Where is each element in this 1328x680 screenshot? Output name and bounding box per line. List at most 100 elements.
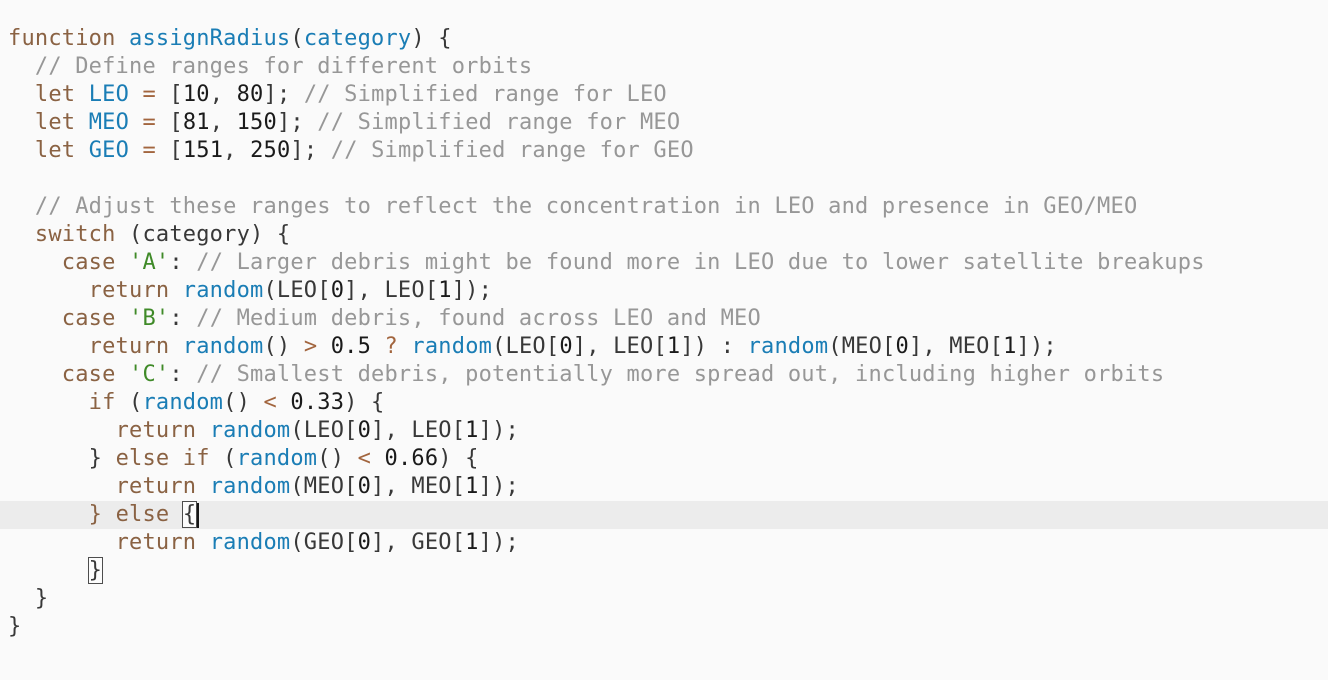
code-token[interactable]	[8, 334, 89, 359]
code-token[interactable]: 0.5	[330, 334, 372, 359]
code-token[interactable]: ]);	[478, 418, 519, 443]
code-token[interactable]: switch	[34, 222, 116, 247]
code-token[interactable]	[129, 110, 142, 135]
code-token[interactable]	[196, 418, 209, 443]
code-token[interactable]: 1	[438, 278, 452, 303]
code-line[interactable]: let MEO = [81, 150]; // Simplified range…	[0, 109, 1328, 137]
matching-bracket[interactable]: {	[182, 502, 197, 527]
code-token[interactable]	[8, 138, 35, 163]
code-token[interactable]: >	[303, 334, 318, 359]
code-token[interactable]	[8, 502, 89, 527]
code-token[interactable]: 1	[465, 474, 479, 499]
code-token[interactable]: ,	[209, 82, 237, 107]
code-token[interactable]: 151	[182, 138, 224, 163]
code-line[interactable]: let LEO = [10, 80]; // Simplified range …	[0, 81, 1328, 109]
code-line[interactable]: }	[0, 557, 1328, 585]
code-token[interactable]: =	[142, 82, 156, 107]
code-line[interactable]: }	[0, 585, 1328, 613]
code-token[interactable]: ?	[384, 334, 398, 359]
code-line[interactable]: return random(MEO[0], MEO[1]);	[0, 473, 1328, 501]
code-token[interactable]: 0	[559, 334, 573, 359]
code-token[interactable]: ) {	[344, 390, 385, 415]
code-token[interactable]: 1	[1003, 334, 1017, 359]
code-line[interactable]: return random(GEO[0], GEO[1]);	[0, 529, 1328, 557]
code-token[interactable]: :	[169, 306, 197, 331]
code-token[interactable]	[371, 446, 384, 471]
code-token[interactable]: :	[169, 250, 197, 275]
code-line[interactable]: case 'B': // Medium debris, found across…	[0, 305, 1328, 333]
code-token[interactable]	[116, 250, 129, 275]
code-token[interactable]: 'A'	[129, 250, 170, 275]
code-token[interactable]: (	[290, 26, 304, 51]
code-token[interactable]: GEO	[88, 138, 130, 163]
code-token[interactable]	[8, 54, 35, 79]
code-token[interactable]: [	[155, 82, 183, 107]
code-token[interactable]: }	[8, 586, 49, 611]
code-token[interactable]: :	[169, 362, 197, 387]
code-token[interactable]	[8, 306, 62, 331]
code-token[interactable]: (	[209, 446, 237, 471]
code-token[interactable]: let	[34, 82, 76, 107]
code-token[interactable]: ()	[317, 446, 358, 471]
code-line[interactable]: return random(LEO[0], LEO[1]);	[0, 277, 1328, 305]
code-token[interactable]: (LEO[	[492, 334, 560, 359]
code-token[interactable]: random	[236, 446, 318, 471]
code-line[interactable]: // Define ranges for different orbits	[0, 53, 1328, 81]
code-token[interactable]	[8, 250, 62, 275]
code-line[interactable]	[0, 165, 1328, 193]
code-line[interactable]: }	[0, 613, 1328, 641]
code-token[interactable]: 250	[250, 138, 291, 163]
code-token[interactable]: ]);	[451, 278, 493, 303]
code-token[interactable]	[196, 474, 209, 499]
code-token[interactable]: ];	[290, 138, 331, 163]
code-token[interactable]	[8, 362, 62, 387]
code-token[interactable]: ) {	[411, 26, 452, 51]
code-token[interactable]: // Smallest debris, potentially more spr…	[196, 362, 1165, 387]
code-token[interactable]: (	[115, 390, 143, 415]
code-token[interactable]: ], LEO[	[371, 418, 466, 443]
code-token[interactable]: (LEO[	[263, 278, 331, 303]
code-token[interactable]	[102, 502, 115, 527]
code-token[interactable]	[8, 110, 35, 135]
code-token[interactable]: // Define ranges for different orbits	[34, 54, 533, 79]
code-line[interactable]: function assignRadius(category) {	[0, 25, 1328, 53]
code-token[interactable]: ()	[223, 390, 264, 415]
code-token[interactable]: category	[303, 26, 412, 51]
code-token[interactable]	[129, 138, 142, 163]
code-token[interactable]: 0	[357, 418, 372, 443]
code-token[interactable]: if	[182, 446, 210, 471]
code-token[interactable]: return	[115, 530, 197, 555]
code-token[interactable]	[75, 138, 88, 163]
code-token[interactable]: random	[182, 278, 264, 303]
code-token[interactable]	[317, 334, 330, 359]
code-token[interactable]: 1	[465, 530, 479, 555]
code-token[interactable]	[8, 390, 89, 415]
code-token[interactable]: else	[115, 502, 170, 527]
code-token[interactable]: [	[155, 110, 183, 135]
code-token[interactable]	[169, 502, 182, 527]
code-token[interactable]: // Simplified range for MEO	[317, 110, 681, 135]
code-token[interactable]: ], MEO[	[371, 474, 466, 499]
code-token[interactable]	[196, 530, 209, 555]
code-token[interactable]: 81	[182, 110, 210, 135]
code-token[interactable]: random	[209, 530, 291, 555]
code-token[interactable]: 1	[666, 334, 681, 359]
code-token[interactable]: <	[357, 446, 372, 471]
code-token[interactable]: assignRadius	[129, 26, 291, 51]
code-line[interactable]: case 'A': // Larger debris might be foun…	[0, 249, 1328, 277]
code-line[interactable]: switch (category) {	[0, 221, 1328, 249]
code-token[interactable]: }	[8, 446, 116, 471]
code-token[interactable]: return	[88, 334, 170, 359]
code-token[interactable]: [	[155, 138, 183, 163]
code-token[interactable]	[116, 362, 129, 387]
code-token[interactable]: 80	[236, 82, 264, 107]
code-token[interactable]: // Larger debris might be found more in …	[196, 250, 1205, 275]
code-token[interactable]: // Medium debris, found across LEO and M…	[196, 306, 761, 331]
code-token[interactable]: ) {	[438, 446, 479, 471]
code-token[interactable]	[8, 418, 116, 443]
code-token[interactable]: (LEO[	[290, 418, 358, 443]
code-token[interactable]: ]);	[1016, 334, 1057, 359]
code-token[interactable]	[8, 82, 35, 107]
code-token[interactable]: ()	[263, 334, 304, 359]
code-token[interactable]: random	[142, 390, 224, 415]
